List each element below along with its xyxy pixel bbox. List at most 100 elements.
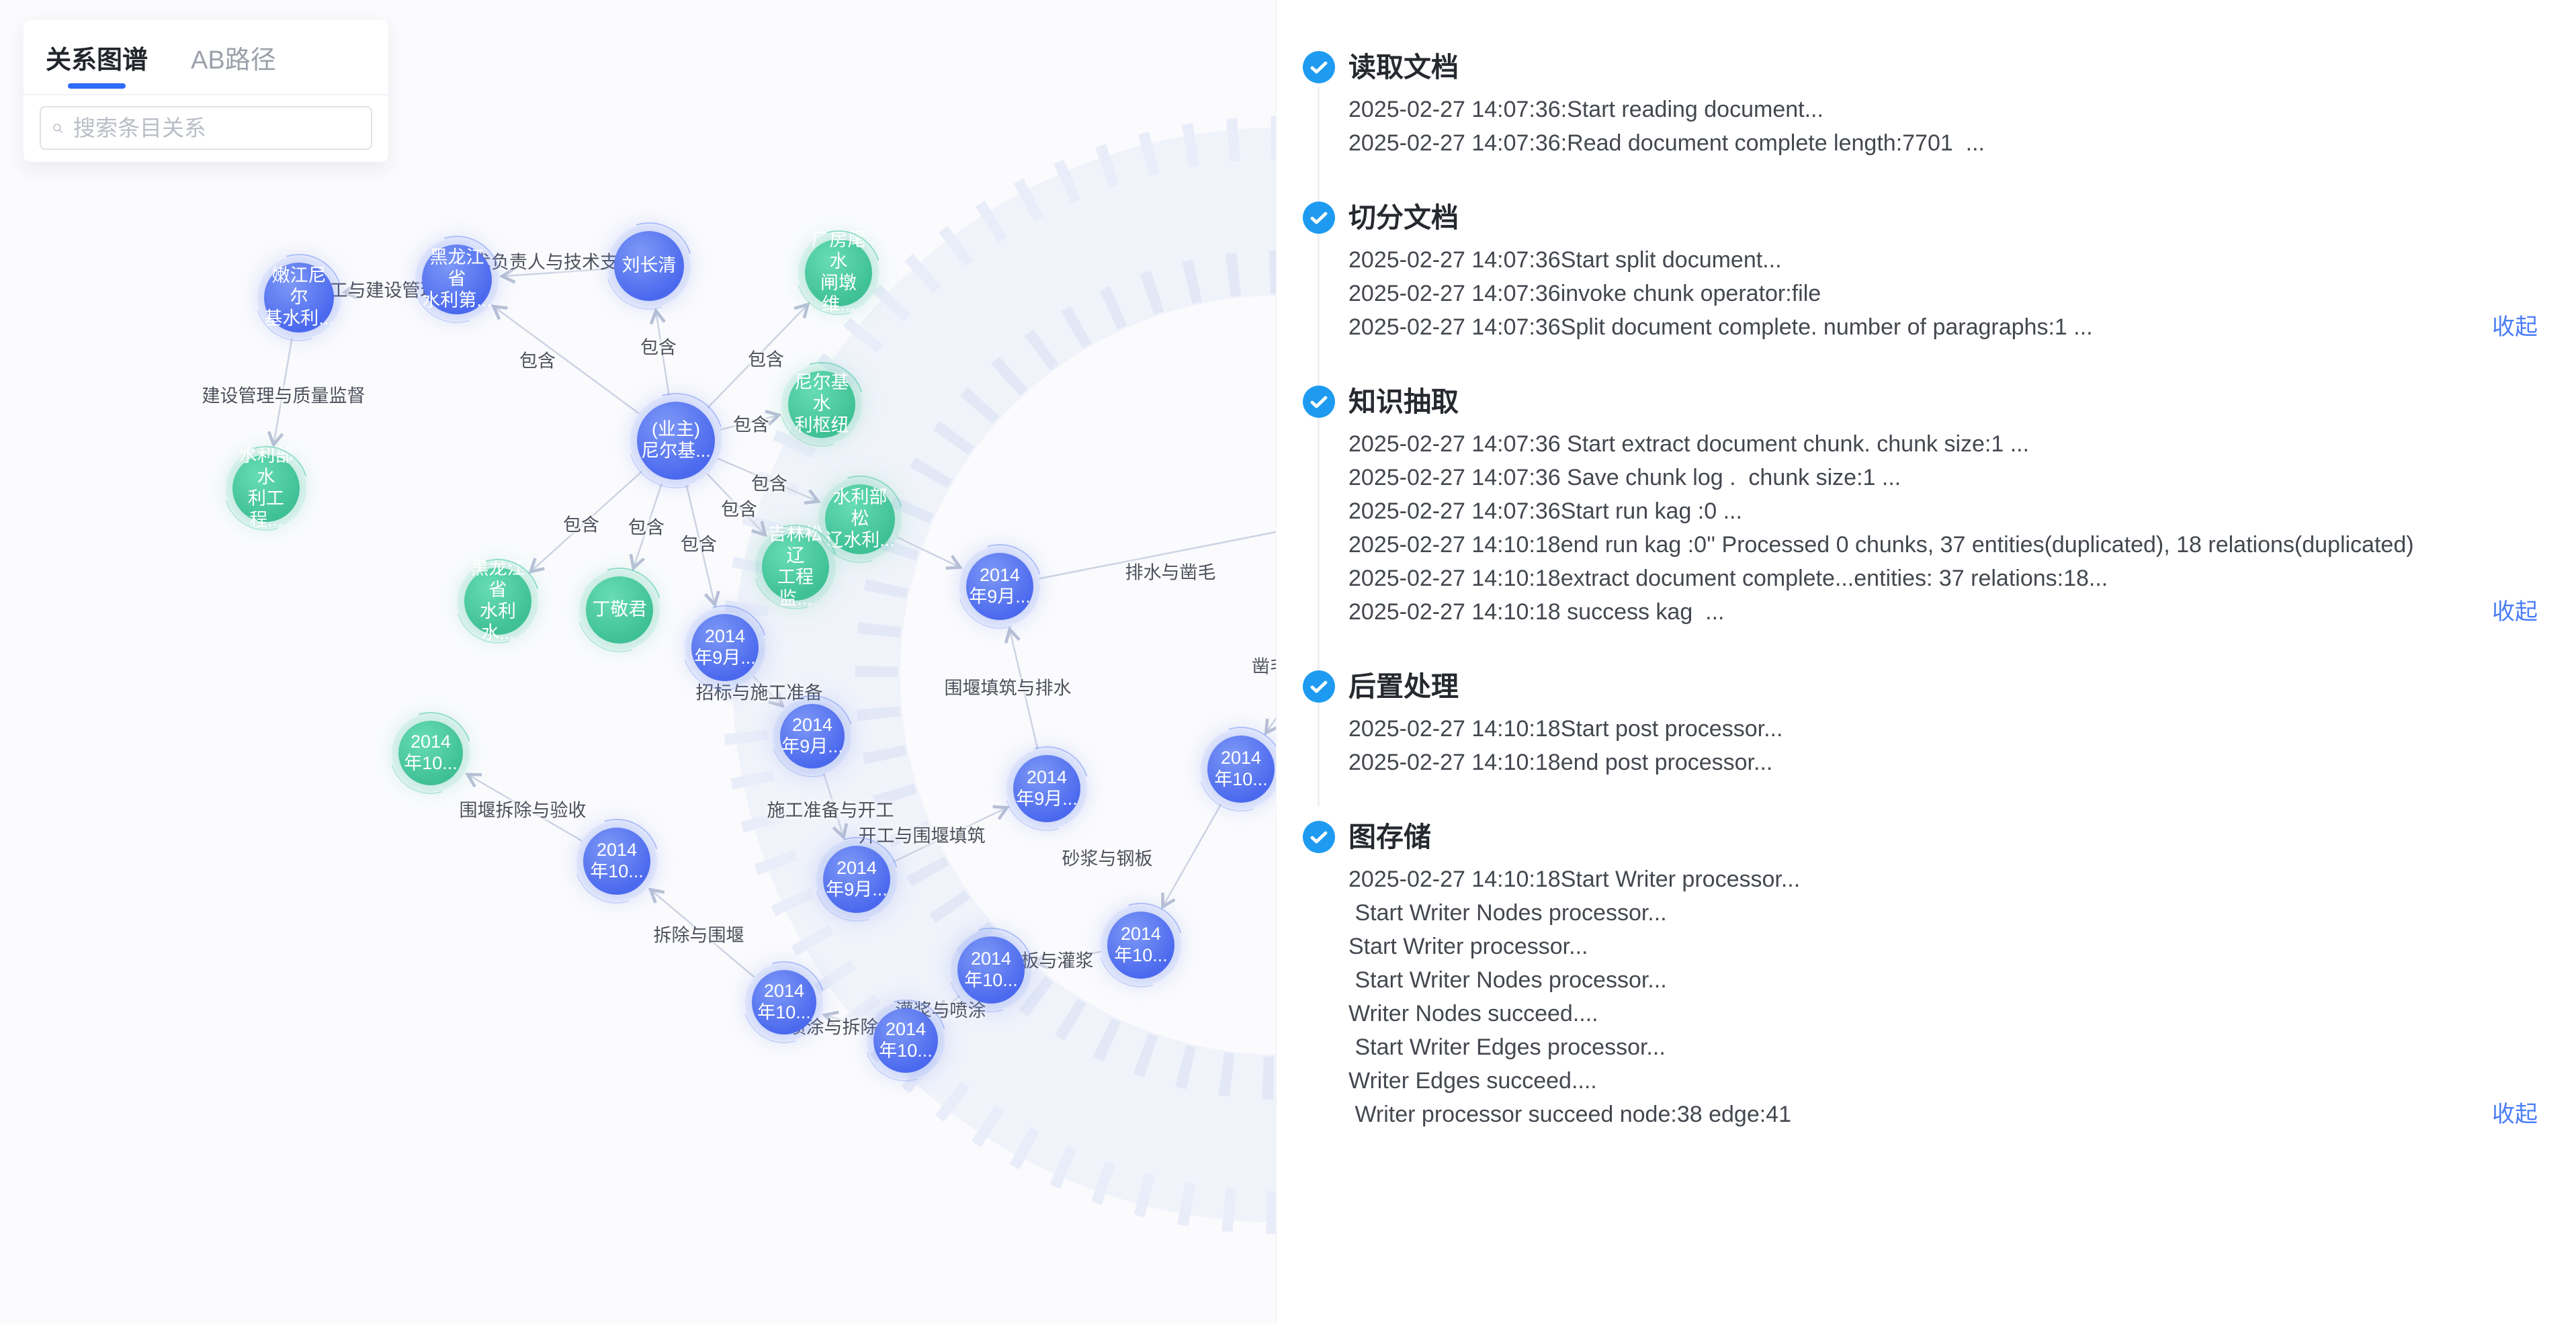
edge-label: 开工与围堰填筑: [858, 826, 986, 846]
graph-node[interactable]: 刘长清: [614, 231, 684, 301]
graph-node[interactable]: (业主)尼尔基...: [637, 402, 715, 480]
log-line: 2025-02-27 14:07:36:Start reading docume…: [1348, 93, 2538, 126]
edge-label: 施工准备与开工: [767, 800, 894, 821]
graph-edge: [826, 1016, 869, 1030]
graph-node-label: 闸墩维...: [820, 273, 857, 314]
log-text: Start Writer processor...: [1348, 934, 1588, 959]
timeline-connector: [1318, 87, 1320, 806]
graph-node-label: 利枢纽: [794, 414, 849, 435]
graph-canvas[interactable]: 施工与建设管理技术负责人与技术支持建设管理与质量监督包含包含包含包含包含包含包含…: [0, 0, 1276, 1324]
graph-node-label: 2014: [704, 626, 746, 647]
check-circle-icon: [1303, 821, 1335, 853]
graph-edge: [1036, 951, 1102, 963]
log-line: Writer processor succeed node:38 edge:41…: [1348, 1098, 2538, 1131]
graph-node-label: 年9月...: [969, 586, 1031, 607]
graph-node-label: 2014: [410, 732, 452, 752]
graph-node[interactable]: 丁敬君: [586, 576, 653, 644]
log-text: 2025-02-27 14:10:18end post processor...: [1348, 750, 1773, 775]
tab-ab-path[interactable]: AB路径: [191, 46, 276, 75]
graph-edge: [685, 484, 715, 603]
graph-edge: [469, 775, 583, 842]
graph-node-label: 厂房尾水: [811, 230, 866, 272]
graph-edge: [656, 312, 670, 396]
log-text: Writer Edges succeed....: [1348, 1068, 1597, 1094]
graph-node-label: 年10...: [757, 1002, 811, 1022]
graph-node-label: 2014: [885, 1019, 927, 1040]
log-text: 2025-02-27 14:10:18Start Writer processo…: [1348, 867, 1801, 892]
tab-relation-graph[interactable]: 关系图谱: [46, 20, 148, 94]
tab-bar: 关系图谱 AB路径: [24, 20, 388, 95]
log-line: Writer Nodes succeed....: [1348, 997, 2538, 1030]
edge-label: 围堰拆除与验收: [459, 800, 587, 821]
graph-node[interactable]: 厂房尾水闸墩维...: [805, 230, 872, 314]
search-box[interactable]: [40, 106, 372, 150]
log-text: 2025-02-27 14:07:36:Start reading docume…: [1348, 97, 1823, 122]
graph-node-label: 黑龙江省: [470, 558, 525, 601]
edge-label: 包含: [519, 351, 556, 371]
graph-node-label: 2014: [596, 840, 638, 860]
check-circle-icon: [1303, 386, 1335, 418]
log-line: Start Writer Nodes processor...: [1348, 896, 2538, 930]
graph-edge: [720, 415, 777, 431]
graph-node[interactable]: 水利部水利工程...: [232, 445, 300, 530]
section-title: 读取文档: [1348, 52, 1459, 83]
log-text: 2025-02-27 14:07:36 Save chunk log . chu…: [1348, 465, 1901, 490]
graph-edge: [1164, 803, 1222, 906]
graph-edge: [822, 773, 843, 836]
log-line: 2025-02-27 14:10:18extract document comp…: [1348, 562, 2538, 595]
section-title: 知识抽取: [1348, 386, 1459, 417]
graph-node-label: 年9月...: [826, 879, 888, 899]
pipeline-section: 读取文档 2025-02-27 14:07:36:Start reading do…: [1277, 51, 2538, 160]
graph-node[interactable]: 黑龙江省水利第...: [422, 245, 492, 314]
graph-edge: [531, 470, 643, 571]
log-text: 2025-02-27 14:10:18Start post processor.…: [1348, 716, 1783, 742]
graph-node[interactable]: 水利部松辽水利...: [825, 484, 895, 554]
graph-edge: [346, 284, 416, 292]
graph-node-label: 2014: [970, 948, 1012, 969]
log-line: 2025-02-27 14:07:36:Read document comple…: [1348, 126, 2538, 160]
log-text: 2025-02-27 14:07:36invoke chunk operator…: [1348, 281, 1821, 306]
background-rings-decoration: [721, 116, 1276, 1234]
graph-node-label: 丁敬君: [592, 599, 647, 620]
graph-edge: [634, 484, 662, 567]
graph-node-label: 尼尔基...: [641, 441, 711, 461]
graph-node-label: 利工程...: [248, 488, 284, 530]
log-line: 2025-02-27 14:10:18 success kag ...收起: [1348, 595, 2538, 629]
graph-node[interactable]: 吉林松辽工程监...: [762, 524, 829, 609]
log-text: 2025-02-27 14:07:36Start split document.…: [1348, 247, 1782, 273]
edge-label: 包含: [681, 534, 717, 555]
graph-node-label: 2014: [791, 715, 833, 736]
log-line: 2025-02-27 14:10:18Start Writer processo…: [1348, 863, 2538, 896]
graph-toolbar-card: 关系图谱 AB路径: [24, 20, 388, 162]
collapse-link[interactable]: 收起: [2492, 1102, 2538, 1127]
graph-node-label: 尼尔基水: [794, 372, 849, 414]
collapse-link[interactable]: 收起: [2492, 599, 2538, 625]
graph-node[interactable]: 嫩江尼尔基水利...: [264, 263, 334, 333]
log-text: Start Writer Edges processor...: [1348, 1034, 1666, 1060]
edge-label: 包含: [748, 349, 784, 370]
graph-node-label: (业主): [652, 419, 700, 440]
collapse-link[interactable]: 收起: [2492, 314, 2538, 340]
edge-label: 包含: [721, 499, 757, 520]
graph-node[interactable]: 黑龙江省水利水...: [464, 558, 531, 643]
graph-node[interactable]: 尼尔基水利枢纽: [788, 371, 855, 438]
search-input[interactable]: [72, 114, 360, 142]
graph-node-label: 年10...: [1114, 945, 1168, 965]
search-icon: [53, 123, 63, 133]
log-text: Writer Nodes succeed....: [1348, 1001, 1598, 1026]
log-line: Start Writer processor...: [1348, 930, 2538, 963]
pipeline-log-panel: 读取文档 2025-02-27 14:07:36:Start reading do…: [1276, 0, 2576, 1324]
